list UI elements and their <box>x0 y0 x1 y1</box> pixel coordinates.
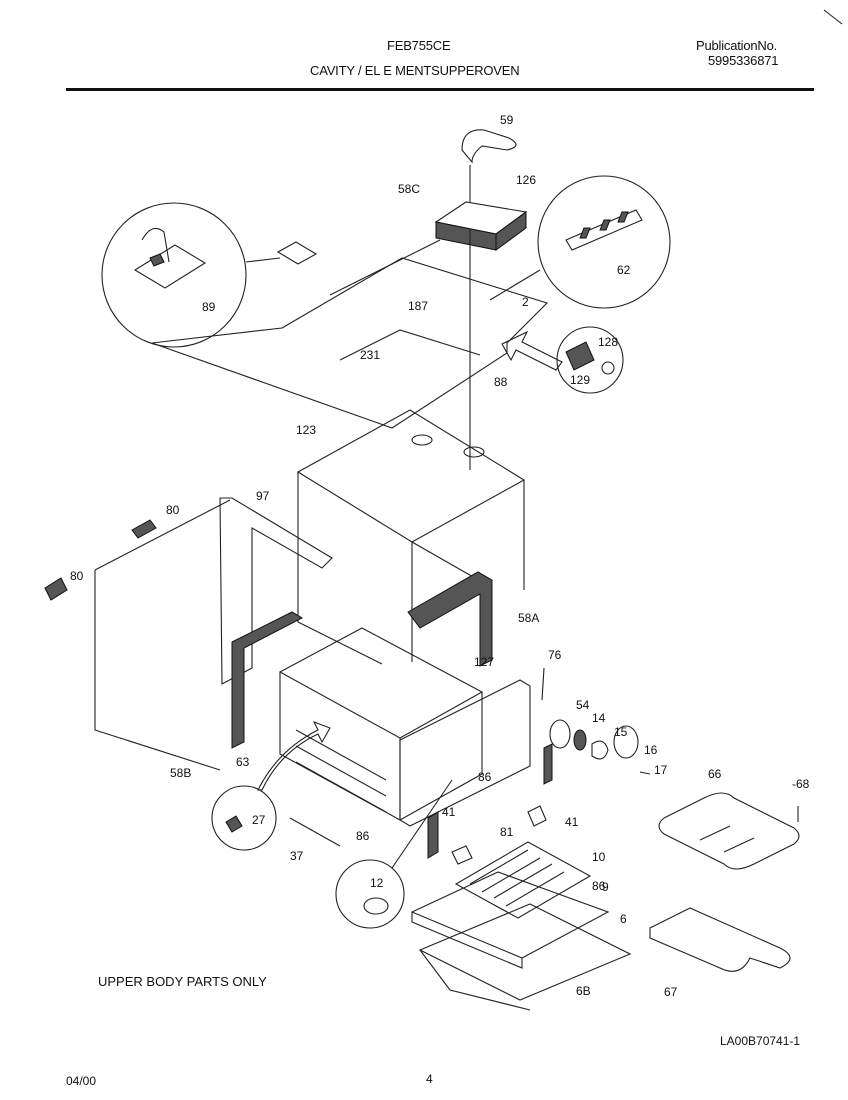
callout-label: 129 <box>570 373 590 387</box>
callout-label: 2 <box>522 295 529 309</box>
callout-label: 63 <box>236 755 250 769</box>
callout-label: 187 <box>408 299 428 313</box>
page-number: 4 <box>426 1072 433 1086</box>
callout-label: 76 <box>548 648 562 662</box>
callout-label: 123 <box>296 423 316 437</box>
callout-label: 58A <box>518 611 539 625</box>
part-66-bake-element <box>658 792 800 870</box>
part-41-hinge-right <box>543 743 553 785</box>
switch-part <box>276 241 318 265</box>
detail-circle-62 <box>489 175 671 309</box>
part-80-bracket-lower <box>44 577 68 601</box>
part-123-outer-cabinet <box>296 409 526 665</box>
callout-label: 9 <box>602 880 609 894</box>
callout-label: -68 <box>792 777 810 791</box>
footer-date: 04/00 <box>66 1074 97 1088</box>
callout-arrow-27 <box>257 720 331 791</box>
callout-label: 12 <box>370 876 384 890</box>
callout-labels: 5912658C622187892318812812912397808058A1… <box>70 113 810 999</box>
detail-circle-128 <box>556 326 624 394</box>
callout-label: 17 <box>654 763 668 777</box>
header-rule <box>66 88 814 91</box>
callout-label: 14 <box>592 711 606 725</box>
part-58b-insulation <box>231 611 304 749</box>
part-37-rod <box>289 817 341 847</box>
callout-label: 80 <box>166 503 180 517</box>
arrow-indicator <box>501 330 563 371</box>
section-title: CAVITY / EL E MENTSUPPEROVEN <box>310 63 520 78</box>
part-80-bracket-upper <box>131 519 157 539</box>
callout-label: 231 <box>360 348 380 362</box>
callout-label: 62 <box>617 263 631 277</box>
callout-label: 127 <box>474 655 494 669</box>
light-assembly <box>549 719 651 775</box>
part-81-bracket <box>527 805 547 827</box>
part-10-broil-grid <box>454 841 592 919</box>
publication-number: 5995336871 <box>708 53 779 68</box>
callout-label: 58B <box>170 766 191 780</box>
callout-label: 86 <box>592 879 606 893</box>
callout-label: 10 <box>592 850 606 864</box>
drawing-code: LA00B70741-1 <box>720 1034 801 1048</box>
top-cover-plate <box>151 230 549 470</box>
callout-label: 58C <box>398 182 420 196</box>
callout-label: 59 <box>500 113 514 127</box>
model-number: FEB755CE <box>387 38 451 53</box>
part-76-leader <box>541 667 545 701</box>
callout-label: 37 <box>290 849 304 863</box>
callout-label: 126 <box>516 173 536 187</box>
callout-label: 86 <box>356 829 370 843</box>
callout-label: 88 <box>494 375 508 389</box>
callout-label: 41 <box>565 815 579 829</box>
callout-label: 6 <box>620 912 627 926</box>
callout-label: 67 <box>664 985 678 999</box>
part-6b-oven-rack <box>418 903 632 1011</box>
callout-label: 81 <box>500 825 514 839</box>
callout-label: 86 <box>478 770 492 784</box>
callout-label: 6B <box>576 984 591 998</box>
detail-circle-12 <box>335 779 453 929</box>
detail-circle-27 <box>211 785 277 851</box>
callout-label: 16 <box>644 743 658 757</box>
part-67-broil-element <box>649 907 791 972</box>
callout-label: 128 <box>598 335 618 349</box>
callout-label: 66 <box>708 767 722 781</box>
callout-label: 80 <box>70 569 84 583</box>
part-81-bracket-2 <box>451 845 473 865</box>
parts-note: UPPER BODY PARTS ONLY <box>98 974 267 989</box>
part-127-oven-liner <box>278 627 484 821</box>
part-58a-insulation <box>407 571 493 667</box>
part-59-vent <box>461 129 517 164</box>
callout-label: 27 <box>252 813 266 827</box>
detail-circle-89 <box>101 202 281 348</box>
callout-label: 15 <box>614 725 628 739</box>
corner-mark <box>823 9 843 25</box>
part-97-side-panel <box>94 497 333 771</box>
callout-label: 97 <box>256 489 270 503</box>
part-9-broil-pan <box>410 871 610 969</box>
part-58c-insulation <box>434 201 528 251</box>
part-76-front-frame <box>399 679 531 827</box>
callout-label: 54 <box>576 698 590 712</box>
part-41-hinge-left <box>427 811 439 859</box>
callout-label: 41 <box>442 805 456 819</box>
publication-label: PublicationNo. <box>696 38 778 53</box>
callout-label: 89 <box>202 300 216 314</box>
